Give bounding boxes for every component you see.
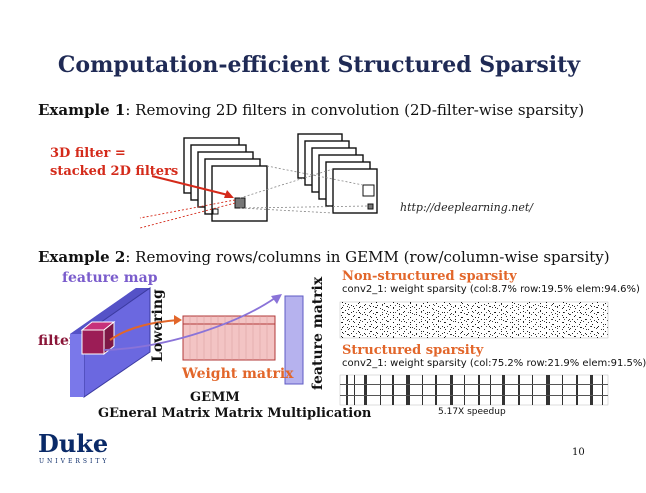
structured-pattern (339, 374, 609, 406)
feature-map-label: feature map (62, 270, 158, 286)
feature-arrow (103, 297, 276, 351)
red-arrow-line (151, 175, 229, 196)
conv-filters-diagram (139, 133, 378, 229)
lowering-arrow-head (174, 315, 182, 325)
speedup-label: 5.17X speedup (438, 407, 506, 417)
non-structured-title: Non-structured sparsity (342, 269, 517, 284)
output-pixel (367, 203, 374, 210)
kernel-patch-large (234, 197, 246, 209)
weight-matrix-label: Weight matrix (182, 366, 294, 382)
example-2-label: Example 2 (38, 248, 126, 266)
source-url[interactable]: http://deeplearning.net/ (400, 201, 533, 214)
weight-matrix (182, 315, 276, 361)
slide-title: Computation-efficient Structured Sparsit… (57, 52, 581, 78)
kernel-patch-small (212, 208, 219, 215)
example-2-line: Example 2: Removing rows/columns in GEMM… (38, 248, 610, 266)
gemm-full-label: GEneral Matrix Matrix Multiplication (98, 406, 372, 421)
filter-label: filter (38, 333, 77, 349)
example-1-line: Example 1: Removing 2D filters in convol… (38, 101, 584, 119)
filter-caption-line-1: 3D filter = (50, 146, 126, 161)
gemm-diagram (70, 287, 304, 398)
feature-arrow-head (271, 294, 282, 304)
lowering-label: Lowering (150, 289, 166, 362)
example-1-label: Example 1 (38, 101, 126, 119)
filter-cube (80, 320, 116, 356)
lowering-arrow (109, 319, 179, 341)
non-structured-pattern (339, 301, 609, 339)
page-number: 10 (572, 447, 585, 458)
non-structured-stats: conv2_1: weight sparsity (col:8.7% row:1… (342, 284, 640, 295)
output-patch (362, 184, 375, 197)
duke-logo: Duke (38, 429, 109, 458)
projection-lines (239, 165, 369, 214)
example-1-text: : Removing 2D filters in convolution (2D… (125, 101, 585, 119)
red-dotted-lines (139, 199, 236, 229)
feature-matrix-label: feature matrix (310, 276, 326, 390)
red-arrow-head (224, 190, 234, 198)
structured-title: Structured sparsity (342, 343, 484, 358)
filter-caption: 3D filter = stacked 2D filters (50, 145, 178, 181)
filter-stack-left (183, 137, 268, 222)
gemm-label: GEMM (190, 390, 240, 405)
structured-stats: conv2_1: weight sparsity (col:75.2% row:… (342, 358, 646, 369)
feature-matrix (284, 295, 304, 385)
filter-caption-line-2: stacked 2D filters (50, 164, 179, 179)
example-2-text: : Removing rows/columns in GEMM (row/col… (125, 248, 610, 266)
filter-stack-right (297, 133, 378, 214)
duke-university: UNIVERSITY (39, 458, 110, 465)
